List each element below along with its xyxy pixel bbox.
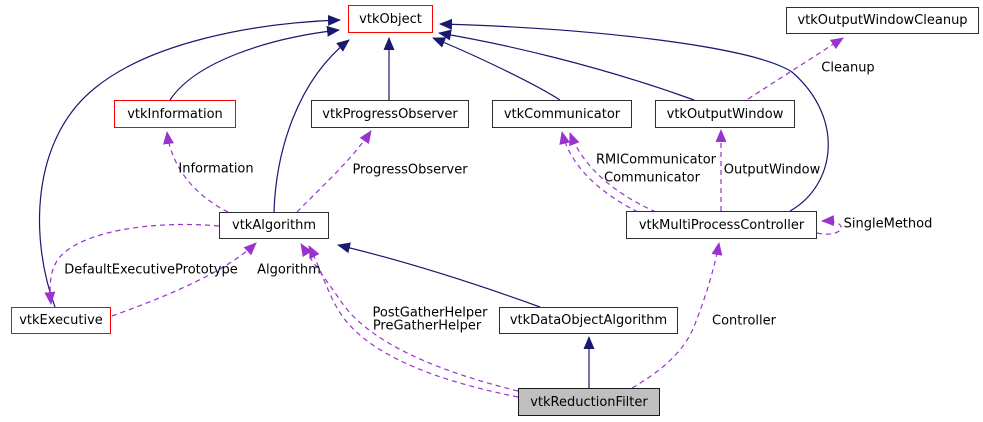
edge-algorithm-usage — [111, 242, 257, 317]
node-vtkinformation[interactable]: vtkInformation — [114, 100, 236, 128]
node-vtkexecutive[interactable]: vtkExecutive — [11, 307, 111, 334]
node-vtkmultiprocesscontroller[interactable]: vtkMultiProcessController — [626, 211, 817, 239]
edge-algorithm-to-object — [273, 39, 350, 213]
edge-information-to-object — [169, 25, 340, 101]
edge-postgatherhelper-usage — [300, 243, 519, 392]
edge-label-singlemethod: SingleMethod — [843, 216, 933, 232]
edge-label-rmicommunicator: RMICommunicator — [595, 152, 717, 168]
edge-label-information: Information — [178, 161, 254, 177]
edge-rmicommunicator-usage — [559, 131, 639, 213]
edge-label-cleanup: Cleanup — [821, 60, 875, 76]
edge-label-communicator: Communicator — [604, 170, 700, 186]
edge-label-algorithm: Algorithm — [257, 262, 321, 278]
edge-information-usage — [163, 131, 229, 213]
edge-label-postgatherhelper: PostGatherHelper — [372, 305, 488, 321]
edge-singlemethod-selfloop — [816, 215, 842, 235]
node-vtkreductionfilter: vtkReductionFilter — [518, 388, 660, 416]
node-vtkdataobjectalgorithm[interactable]: vtkDataObjectAlgorithm — [499, 307, 678, 334]
edge-outputwindow-to-object — [438, 29, 695, 101]
edge-executive-to-object — [38, 14, 341, 308]
edge-cleanup-usage — [747, 37, 844, 100]
edge-communicator-to-object — [432, 37, 561, 101]
edge-label-defaultexecutiveprototype: DefaultExecutivePrototype — [64, 262, 238, 278]
edge-progressobserver-usage — [296, 130, 372, 213]
edge-label-controller: Controller — [712, 313, 776, 329]
edge-multiprocesscontroller-to-object — [439, 18, 829, 212]
edge-defaultexecutiveprototype-usage — [44, 223, 220, 305]
node-vtkprogressobserver[interactable]: vtkProgressObserver — [311, 100, 469, 128]
edge-label-progressobserver: ProgressObserver — [352, 162, 468, 178]
edge-label-outputwindow: OutputWindow — [723, 162, 821, 178]
node-vtkoutputwindowcleanup[interactable]: vtkOutputWindowCleanup — [786, 7, 979, 34]
node-vtkobject[interactable]: vtkObject — [348, 5, 433, 33]
edge-label-pregatherhelper: PreGatherHelper — [372, 318, 482, 334]
edge-dataobjectalgorithm-to-algorithm — [337, 242, 541, 308]
edge-communicator-usage — [569, 132, 657, 213]
edge-controller-usage — [631, 242, 723, 389]
node-vtkalgorithm[interactable]: vtkAlgorithm — [219, 212, 329, 239]
node-vtkcommunicator[interactable]: vtkCommunicator — [492, 100, 632, 128]
node-vtkoutputwindow[interactable]: vtkOutputWindow — [655, 100, 795, 128]
